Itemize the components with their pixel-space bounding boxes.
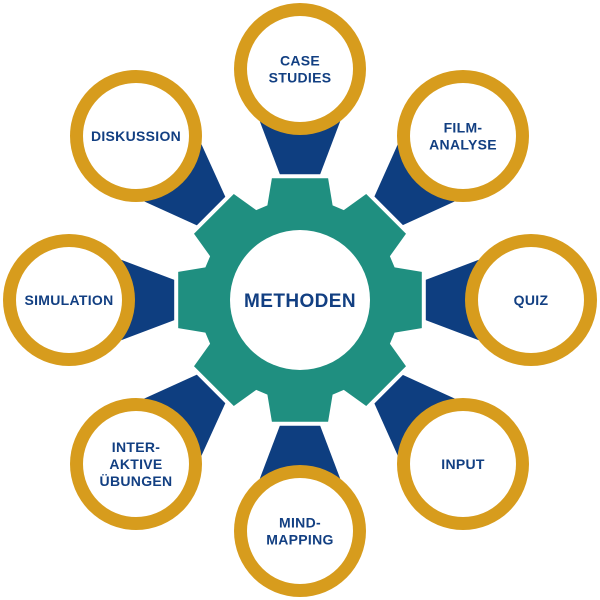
node-label: DISKUSSION (91, 128, 181, 144)
node-label: MIND- (279, 515, 321, 531)
center-label: METHODEN (244, 291, 356, 312)
node-label: FILM- (444, 120, 483, 136)
node-label: QUIZ (514, 292, 549, 308)
node-inner-circle (83, 83, 189, 189)
node-inner-circle (16, 247, 122, 353)
node-mind-mapping: MIND-MAPPING (234, 465, 366, 597)
gear-center-circle (230, 230, 370, 370)
node-inner-circle (83, 411, 189, 517)
node-inner-circle (478, 247, 584, 353)
node-diskussion: DISKUSSION (70, 70, 202, 202)
node-inner-circle (247, 16, 353, 122)
node-quiz: QUIZ (465, 234, 597, 366)
node-label: AKTIVE (109, 456, 162, 472)
node-input: INPUT (397, 398, 529, 530)
gear: METHODEN (174, 174, 426, 426)
node-filmanalyse: FILM-ANALYSE (397, 70, 529, 202)
node-label: ANALYSE (429, 137, 497, 153)
node-inner-circle (410, 411, 516, 517)
node-inner-circle (247, 478, 353, 584)
node-label: INTER- (112, 439, 160, 455)
node-label: INPUT (441, 456, 485, 472)
node-label: MAPPING (266, 532, 333, 548)
node-label: STUDIES (269, 70, 332, 86)
node-label: ÜBUNGEN (100, 473, 173, 489)
node-inner-circle (410, 83, 516, 189)
node-label: CASE (280, 53, 320, 69)
node-simulation: SIMULATION (3, 234, 135, 366)
method-nodes: CASESTUDIESFILM-ANALYSEQUIZINPUTMIND-MAP… (3, 3, 597, 597)
node-label: SIMULATION (24, 292, 113, 308)
